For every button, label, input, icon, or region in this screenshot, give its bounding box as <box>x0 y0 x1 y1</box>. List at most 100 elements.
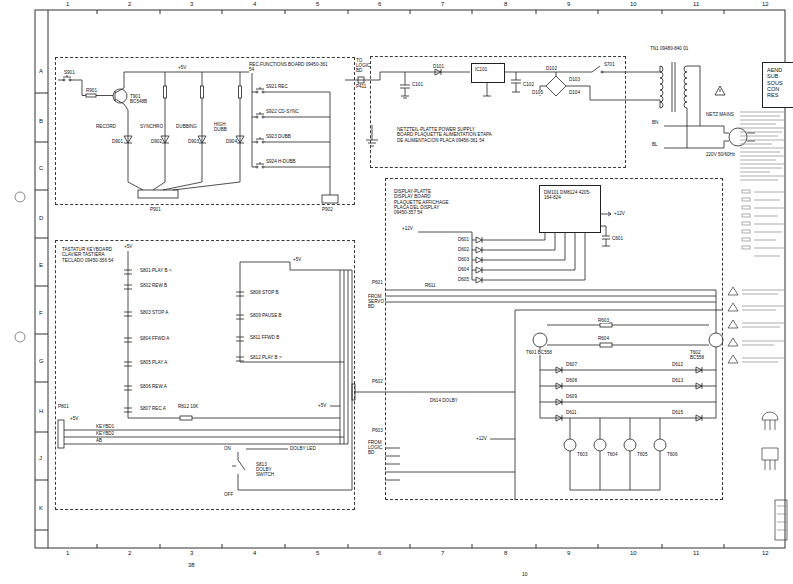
power-supply-circuit <box>546 76 566 96</box>
schematic-label: KEYBD1 <box>96 424 114 429</box>
schematic-label: S809 PAUSE B <box>250 313 282 318</box>
grid-reference: 11 <box>693 1 699 8</box>
schematic-label: +5V <box>70 416 78 421</box>
schematic-label: S923 DUBB <box>266 134 291 139</box>
grid-reference: K <box>39 505 43 512</box>
rec-board-circuit <box>262 166 264 168</box>
schematic-label: T603 <box>577 452 587 457</box>
notes-column <box>742 222 750 225</box>
schematic-label: +5V <box>318 403 326 408</box>
notes-column <box>742 230 750 233</box>
grid-reference: 1 <box>66 550 69 557</box>
schematic-label: D104 <box>569 90 580 95</box>
schematic-label: BN <box>652 120 658 125</box>
schematic-label: R812 10K <box>178 404 198 409</box>
schematic-label: S801 PLAY B < <box>140 268 172 273</box>
rec-board-circuit <box>69 79 71 81</box>
rec-board-circuit <box>201 86 204 98</box>
schematic-label: P801 <box>58 404 69 409</box>
rec-board-circuit <box>262 116 264 118</box>
rec-board-circuit <box>124 72 252 73</box>
schematic-label: SYNCHRO <box>140 124 163 129</box>
notes-column <box>742 290 784 362</box>
grid-reference: 8 <box>504 550 507 557</box>
drawing-frame <box>15 192 25 202</box>
schematic-label: P602 <box>372 379 383 384</box>
schematic-label: D101 <box>433 64 444 69</box>
power-supply-circuit <box>601 71 603 73</box>
rec-board-circuit <box>239 86 242 98</box>
grid-reference: 9 <box>567 550 570 557</box>
rec-board-circuit <box>262 141 264 143</box>
power-supply-circuit <box>400 72 410 98</box>
rec-board-circuit <box>256 141 258 143</box>
power-supply-circuit <box>625 66 660 108</box>
grid-reference: 9 <box>567 1 570 8</box>
notes-column <box>762 412 778 430</box>
schematic-label: R611 <box>425 283 436 288</box>
display-board-circuit <box>472 232 585 283</box>
schematic-label: T605 <box>637 452 647 457</box>
schematic-label: D609 <box>566 394 577 399</box>
schematic-label: P601 <box>372 280 383 285</box>
board-title: DM101 DM8124 4205-164-824 <box>544 190 598 201</box>
rec-board-circuit <box>86 94 96 97</box>
schematic-label: S901 <box>64 70 75 75</box>
schematic-label: S701 <box>604 62 615 67</box>
rec-board-circuit <box>58 72 380 203</box>
grid-reference: 4 <box>253 1 256 8</box>
display-board-circuit <box>533 333 547 347</box>
rec-board-circuit <box>330 92 331 195</box>
grid-reference: 3 <box>190 1 193 8</box>
schematic-label: D607 <box>566 362 577 367</box>
schematic-label: FROM LOGIC BD <box>368 440 384 455</box>
schematic-label: S921 REC <box>266 84 288 89</box>
schematic-label: TN1 09480-840 01 <box>650 46 696 51</box>
grid-reference: 3 <box>190 550 193 557</box>
grid-reference: 10 <box>630 1 637 8</box>
rec-board-circuit <box>322 195 338 203</box>
power-supply-circuit <box>729 128 747 146</box>
board-outline: REC.FUNCTIONS BOARD 09450-361 54 <box>55 57 355 205</box>
keyboard-circuit <box>236 292 244 361</box>
power-supply-circuit <box>366 125 378 146</box>
rec-board-circuit <box>63 79 65 81</box>
grid-reference: B <box>39 118 43 125</box>
power-supply-circuit <box>660 66 663 108</box>
notes-column <box>775 500 787 540</box>
rec-board-circuit <box>138 190 178 198</box>
schematic-label: P603 <box>372 428 383 433</box>
display-board-circuit <box>600 323 612 327</box>
schematic-label: D613 <box>672 378 683 383</box>
schematic-label: +12V <box>476 436 487 441</box>
grid-reference: 2 <box>128 550 131 557</box>
rec-board-circuit <box>252 72 253 167</box>
schematic-label: S812 PLAY B > <box>250 355 282 360</box>
schematic-label: +5V <box>293 257 301 262</box>
power-supply-circuit <box>684 66 687 108</box>
display-board-circuit <box>515 310 722 500</box>
wire-connector <box>355 392 385 393</box>
schematic-label: D602 <box>458 247 469 252</box>
schematic-label: D903 <box>188 139 199 144</box>
grid-reference: 4 <box>253 550 256 557</box>
schematic-label: S807 REC A <box>140 406 166 411</box>
grid-reference: G <box>39 358 44 365</box>
schematic-label: BL <box>652 142 658 147</box>
display-board-circuit <box>594 439 606 451</box>
display-board-circuit <box>540 370 716 418</box>
schematic-label: S806 REW A <box>140 384 167 389</box>
display-board-circuit <box>472 232 575 273</box>
schematic-label: P902 <box>322 207 333 212</box>
schematic-label: D102 <box>546 66 557 71</box>
schematic-label: D601 <box>458 237 469 242</box>
grid-reference: 10 <box>522 572 528 578</box>
schematic-label: OFF <box>224 492 233 497</box>
drawing-frame <box>35 10 785 548</box>
schematic-label: C601 <box>612 236 623 241</box>
rec-board-circuit <box>164 86 167 98</box>
keyboard-circuit <box>240 362 344 363</box>
display-board-circuit <box>624 439 636 451</box>
schematic-label: D603 <box>458 257 469 262</box>
grid-reference: F <box>39 310 43 317</box>
